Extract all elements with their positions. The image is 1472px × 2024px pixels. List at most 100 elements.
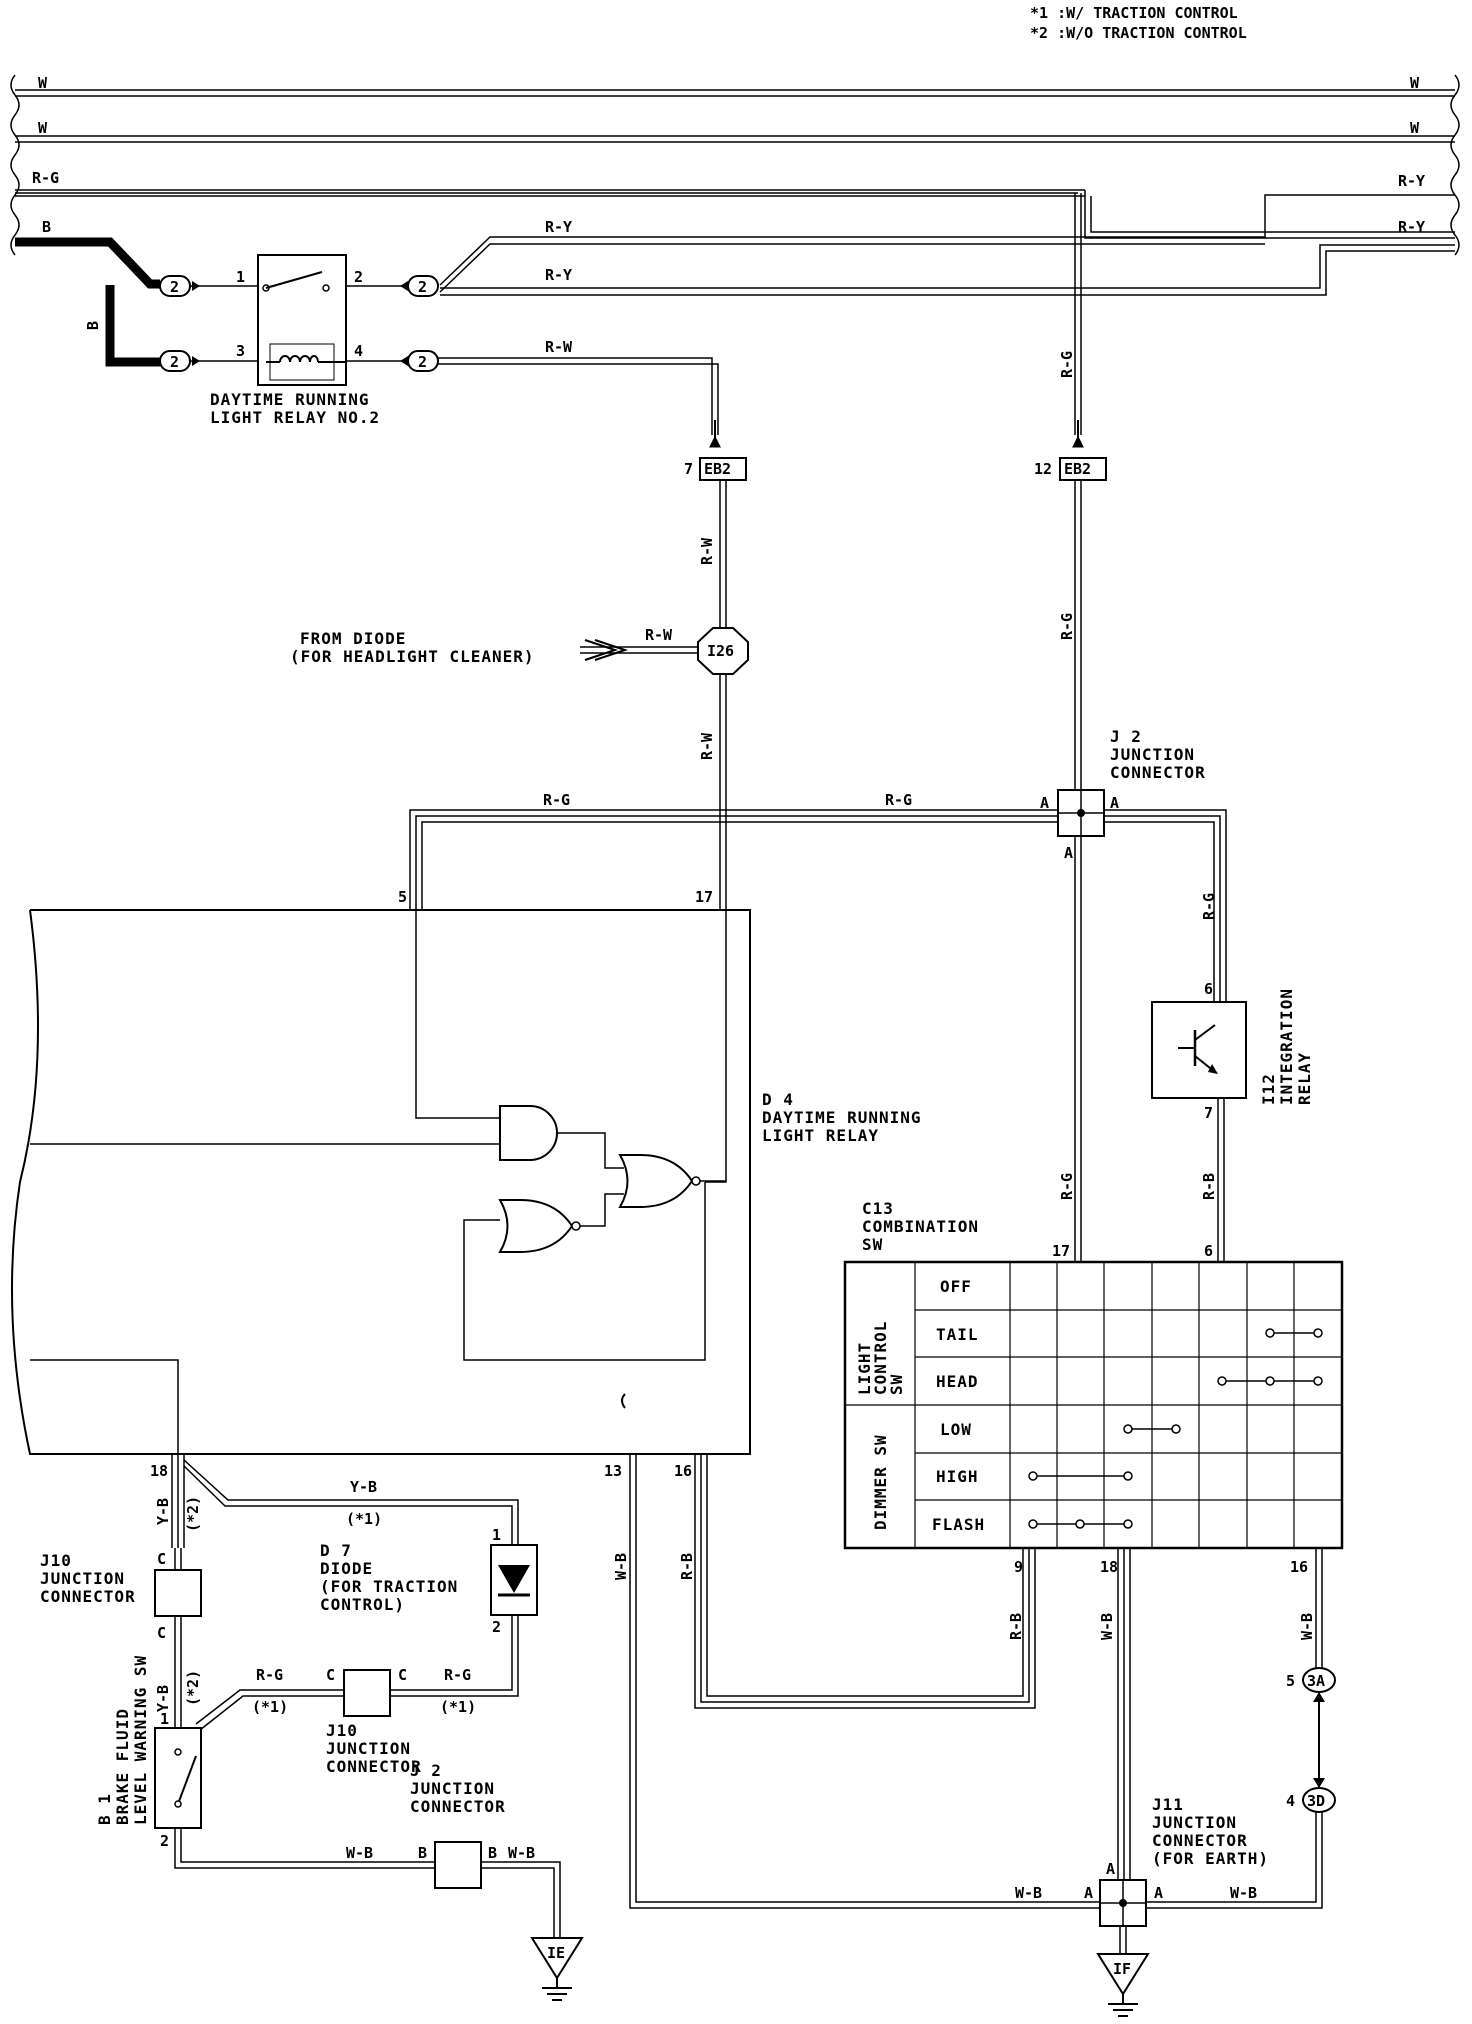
pin-number: 16: [1290, 1558, 1308, 1576]
notes: *1 :W/ TRACTION CONTROL *2 :W/O TRACTION…: [1030, 4, 1247, 42]
component-label: (FOR EARTH): [1152, 1849, 1269, 1868]
mark-label: (*1): [346, 1510, 382, 1528]
mark-label: (*1): [252, 1698, 288, 1716]
component-label: J 2: [410, 1761, 442, 1780]
i26-connector: I26: [697, 627, 749, 675]
component-label: (FOR TRACTION: [320, 1577, 458, 1596]
component-label: D 4: [762, 1090, 794, 1109]
light-control-label: SW: [887, 1374, 906, 1395]
pin-number: 18: [1100, 1558, 1118, 1576]
component-label: JUNCTION: [1110, 745, 1195, 764]
j10-junction-mid: C C J10 JUNCTION CONNECTOR: [326, 1666, 421, 1776]
wire-label: W: [38, 74, 48, 92]
wire-label: W-B: [508, 1844, 535, 1862]
connector-label: 2: [418, 353, 427, 371]
j11-junction: A A A J11 JUNCTION CONNECTOR (FOR EARTH): [1084, 1795, 1269, 1927]
d4-daytime-running-light-relay: 5 17 D 4 DAYTIME RUNNING LIGHT RELAY: [11, 888, 922, 1455]
wire-label: R-G: [1058, 1173, 1076, 1200]
pin-number: C: [326, 1666, 335, 1684]
pin-number: 13: [604, 1462, 622, 1480]
component-label: J10: [326, 1721, 358, 1740]
pin-number: 6: [1204, 1242, 1213, 1260]
wire-label: R-G: [1058, 351, 1076, 378]
wire-label: R-B: [1007, 1613, 1025, 1640]
pin-number: 5: [398, 888, 407, 906]
component-label: J11: [1152, 1795, 1184, 1814]
wire-label: Y-B: [154, 1498, 172, 1525]
connector-label: IE: [547, 1944, 565, 1962]
connector-label: 3D: [1307, 1792, 1325, 1810]
pin-number: 5: [1286, 1672, 1295, 1690]
pin-number: 2: [160, 1832, 169, 1850]
j10-junction-left: C C J10 JUNCTION CONNECTOR: [40, 1550, 202, 1642]
pin-number: 2: [492, 1618, 501, 1636]
component-label: JUNCTION: [410, 1779, 495, 1798]
wire-label: R-G: [1058, 613, 1076, 640]
pin-number: C: [157, 1550, 166, 1568]
switch-row-label: TAIL: [936, 1325, 979, 1344]
wire-label: R-G: [444, 1666, 471, 1684]
switch-row-label: OFF: [940, 1277, 972, 1296]
wire-label: R-W: [698, 537, 716, 565]
light-control-label: LIGHT: [855, 1342, 874, 1395]
wire-label: R-W: [645, 626, 673, 644]
component-label: FROM DIODE: [300, 629, 406, 648]
mark-label: (*2): [184, 1496, 202, 1532]
pin-number: B: [418, 1844, 427, 1862]
j2-junction-bottom: B B J 2 JUNCTION CONNECTOR: [410, 1761, 506, 1889]
wire-label: B: [42, 218, 51, 236]
component-label: D 7: [320, 1541, 352, 1560]
ground-if: IF: [1096, 1926, 1150, 2017]
component-label: LIGHT RELAY: [762, 1126, 879, 1145]
wire-label: R-G: [543, 791, 570, 809]
note-no-traction: *2 :W/O TRACTION CONTROL: [1030, 24, 1247, 42]
light-control-label: CONTROL: [871, 1321, 890, 1395]
component-label: CONNECTOR: [1152, 1831, 1248, 1850]
wire-label: W-B: [1230, 1884, 1257, 1902]
top-bus: W W W W R-G R-Y B R-Y: [10, 74, 1460, 256]
connector-label: 2: [418, 278, 427, 296]
wire-label: R-G: [32, 169, 59, 187]
component-label: DAYTIME RUNNING: [762, 1108, 922, 1127]
pin-number: A: [1040, 794, 1049, 812]
component-label: JUNCTION: [326, 1739, 411, 1758]
pin-number: C: [398, 1666, 407, 1684]
component-label: JUNCTION: [40, 1569, 125, 1588]
connector-label: EB2: [704, 460, 731, 478]
connector-label: 3A: [1307, 1672, 1325, 1690]
switch-row-label: FLASH: [932, 1515, 985, 1534]
connector-3a-3d: 3A 3D 5 4: [1286, 1667, 1336, 1813]
relay-connectors: 2 2 2 2: [159, 275, 439, 372]
pin-number: 1: [236, 268, 245, 286]
switch-row-label: LOW: [940, 1420, 972, 1439]
pin-number: B: [488, 1844, 497, 1862]
wire-label: R-G: [1200, 893, 1218, 920]
pin-number: 16: [674, 1462, 692, 1480]
wire-label: W-B: [612, 1553, 630, 1580]
pin-number: 2: [354, 268, 363, 286]
connector-label: IF: [1113, 1960, 1131, 1978]
switch-row-label: HEAD: [936, 1372, 979, 1391]
pin-number: C: [157, 1624, 166, 1642]
switch-row-label: HIGH: [936, 1467, 979, 1486]
component-label: I12: [1259, 1073, 1278, 1105]
connector-label: 2: [170, 353, 179, 371]
pin-number: 1: [160, 1710, 169, 1728]
component-label: B 1: [95, 1793, 114, 1825]
wire-label: R-G: [885, 791, 912, 809]
wire-label: W-B: [1015, 1884, 1042, 1902]
mark-label: (*1): [440, 1698, 476, 1716]
component-label: CONNECTOR: [40, 1587, 136, 1606]
wire-label: R-Y: [545, 218, 572, 236]
component-label: COMBINATION: [862, 1217, 979, 1236]
component-label: LIGHT RELAY NO.2: [210, 408, 380, 427]
ry-wires: [439, 194, 1455, 296]
component-label: CONNECTOR: [410, 1797, 506, 1816]
pin-number: A: [1154, 1884, 1163, 1902]
pin-number: 17: [1052, 1242, 1070, 1260]
pin-number: A: [1106, 1860, 1115, 1878]
d7-diode: 1 2 D 7 DIODE (FOR TRACTION CONTROL): [320, 1526, 538, 1636]
pin-number: 3: [236, 342, 245, 360]
dimmer-sw-label: DIMMER SW: [871, 1434, 890, 1530]
